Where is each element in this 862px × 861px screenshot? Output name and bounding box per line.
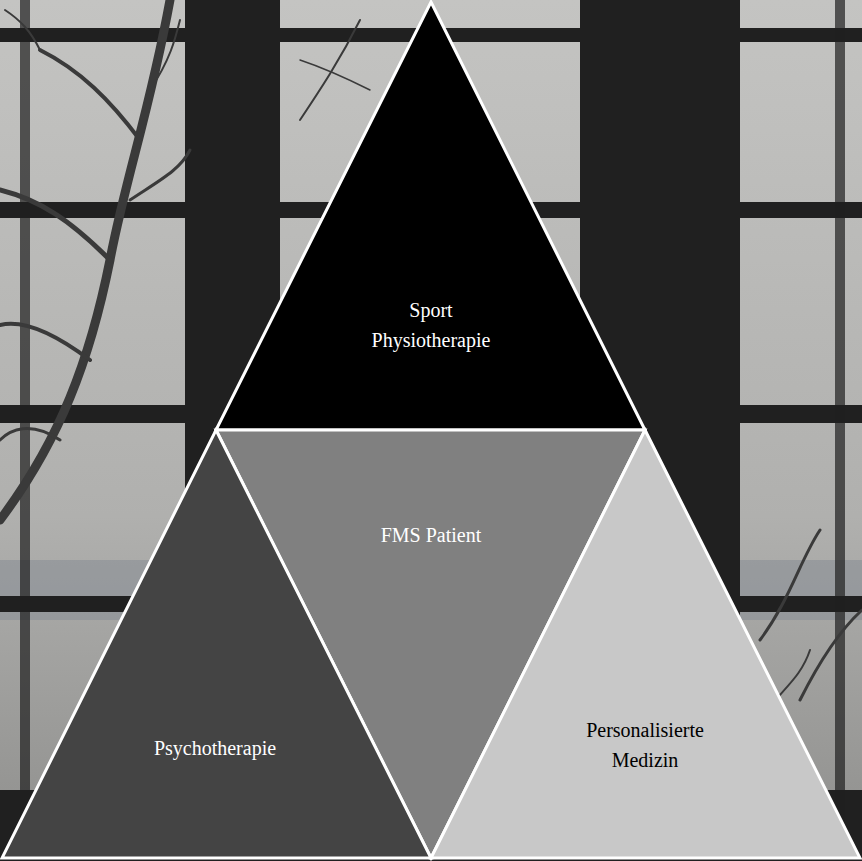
top-triangle: Sport Physiotherapie xyxy=(216,2,645,430)
node-label: FMS Patient xyxy=(331,520,531,550)
triangle-shape xyxy=(431,430,860,858)
node-label: Psychotherapie xyxy=(105,733,325,763)
triangle-shape xyxy=(2,430,431,858)
node-label: Sport Physiotherapie xyxy=(351,295,511,355)
node-label: Personalisierte Medizin xyxy=(555,715,735,775)
triangle-shape xyxy=(216,2,645,430)
left-triangle: Psychotherapie xyxy=(2,430,431,858)
right-triangle: Personalisierte Medizin xyxy=(431,430,860,858)
